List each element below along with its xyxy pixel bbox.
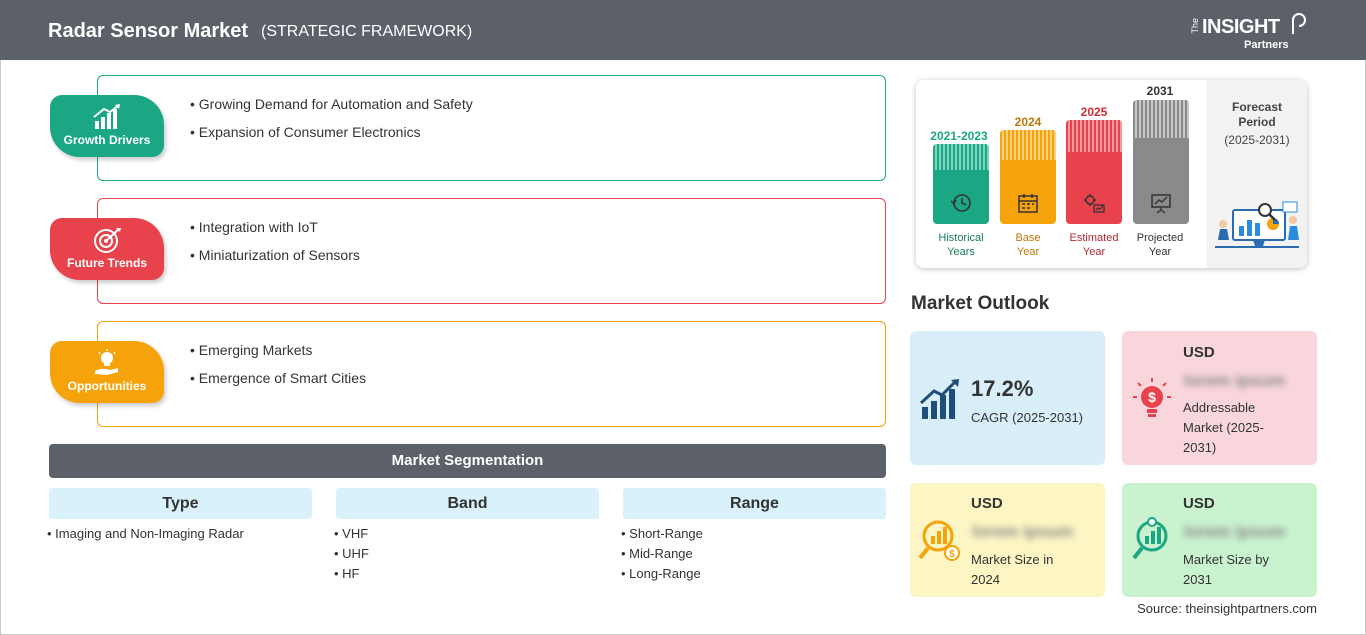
projected-year-label-1: Projected bbox=[1136, 232, 1184, 244]
growth-drivers-label: Growth Drivers bbox=[63, 133, 151, 147]
money-idea-bulb-icon: $ bbox=[1133, 378, 1171, 417]
size-2024-value-redacted: lorem ipsum bbox=[972, 522, 1074, 541]
estimated-year-bar bbox=[1066, 120, 1122, 224]
segment-band-header: Band bbox=[336, 488, 599, 519]
size-2031-value-redacted: lorem ipsum bbox=[1184, 522, 1286, 541]
projected-year-label-2: Year bbox=[1148, 246, 1172, 258]
cagr-label: CAGR (2025-2031) bbox=[971, 410, 1083, 425]
growth-drivers-badge: Growth Drivers bbox=[50, 95, 164, 157]
list-item: Imaging and Non-Imaging Radar bbox=[47, 526, 244, 541]
growth-bars-icon bbox=[919, 379, 959, 419]
opportunities-label: Opportunities bbox=[67, 379, 147, 393]
svg-text:$: $ bbox=[1148, 389, 1156, 405]
estimated-year-label-2: Year bbox=[1082, 246, 1106, 258]
segment-range-header: Range bbox=[623, 488, 886, 519]
segment-band-list: VHF UHF HF bbox=[334, 526, 369, 586]
list-item: Emergence of Smart Cities bbox=[190, 370, 366, 386]
future-trends-badge: Future Trends bbox=[50, 218, 164, 280]
opportunities-list: Emerging Markets Emergence of Smart Citi… bbox=[190, 342, 366, 398]
lightbulb-hand-icon bbox=[95, 349, 118, 375]
insight-partners-logo[interactable]: The INSIGHT Partners bbox=[1190, 12, 1310, 54]
page-subtitle: (STRATEGIC FRAMEWORK) bbox=[261, 23, 473, 40]
list-item: Miniaturization of Sensors bbox=[190, 247, 360, 263]
growth-drivers-card: Growing Demand for Automation and Safety… bbox=[97, 75, 886, 181]
analytics-team-illustration-icon bbox=[1215, 201, 1299, 248]
list-item: Growing Demand for Automation and Safety bbox=[190, 96, 473, 112]
target-icon bbox=[94, 228, 121, 253]
forecast-period-range: (2025-2031) bbox=[1224, 133, 1290, 147]
estimated-year-value: 2025 bbox=[1080, 105, 1108, 119]
money-growth-magnifier-icon bbox=[1132, 517, 1168, 560]
segment-type-list: Imaging and Non-Imaging Radar bbox=[47, 526, 244, 546]
history-clock-icon bbox=[950, 194, 971, 212]
market-outlook-title: Market Outlook bbox=[911, 293, 1050, 314]
presentation-board-icon bbox=[1151, 194, 1171, 214]
list-item: Integration with IoT bbox=[190, 219, 360, 235]
calendar-icon bbox=[1018, 194, 1038, 213]
settings-chart-icon bbox=[1084, 194, 1105, 213]
historical-years-label-2: Years bbox=[947, 246, 975, 258]
svg-text:$: $ bbox=[949, 549, 955, 560]
projected-year-bar bbox=[1133, 100, 1189, 224]
logo-swoosh-icon bbox=[1292, 13, 1306, 34]
base-year-value: 2024 bbox=[1014, 115, 1042, 129]
historical-years-bar bbox=[933, 144, 989, 224]
header-bar: Radar Sensor Market (STRATEGIC FRAMEWORK… bbox=[0, 0, 1366, 60]
opportunities-badge: Opportunities bbox=[50, 341, 164, 403]
source-citation: Source: theinsightpartners.com bbox=[1137, 601, 1317, 616]
future-trends-label: Future Trends bbox=[66, 256, 147, 270]
size-2031-currency: USD bbox=[1183, 495, 1215, 512]
list-item: Emerging Markets bbox=[190, 342, 366, 358]
opportunities-card: Emerging Markets Emergence of Smart Citi… bbox=[97, 321, 886, 427]
list-item: HF bbox=[334, 566, 369, 581]
market-segmentation-header: Market Segmentation bbox=[49, 444, 886, 478]
addressable-currency: USD bbox=[1183, 344, 1215, 361]
page-title: Radar Sensor Market bbox=[48, 20, 249, 42]
base-year-label-1: Base bbox=[1015, 232, 1041, 244]
list-item: Long-Range bbox=[621, 566, 703, 581]
base-year-bar bbox=[1000, 130, 1056, 224]
cagr-value: 17.2% bbox=[971, 376, 1034, 401]
size-2024-currency: USD bbox=[971, 495, 1003, 512]
growth-chart-icon bbox=[93, 104, 120, 129]
list-item: VHF bbox=[334, 526, 369, 541]
historical-years-label-1: Historical bbox=[938, 232, 984, 244]
historical-years-value: 2021-2023 bbox=[930, 129, 988, 143]
list-item: Expansion of Consumer Electronics bbox=[190, 124, 473, 140]
forecast-timeline-panel: 2021-2023 Historical Years 2024 Base Yea… bbox=[916, 80, 1307, 268]
base-year-label-2: Year bbox=[1016, 246, 1040, 258]
money-analysis-icon: $ bbox=[918, 520, 960, 561]
estimated-year-label-1: Estimated bbox=[1069, 232, 1119, 244]
growth-drivers-list: Growing Demand for Automation and Safety… bbox=[190, 96, 473, 152]
segment-range-list: Short-Range Mid-Range Long-Range bbox=[621, 526, 703, 586]
projected-year-value: 2031 bbox=[1146, 84, 1174, 98]
list-item: UHF bbox=[334, 546, 369, 561]
segment-type-header: Type bbox=[49, 488, 312, 519]
cagr-tile: 17.2% CAGR (2025-2031) bbox=[910, 331, 1105, 465]
addressable-value-redacted: lorem ipsum bbox=[1184, 371, 1286, 390]
list-item: Short-Range bbox=[621, 526, 703, 541]
list-item: Mid-Range bbox=[621, 546, 703, 561]
future-trends-card: Integration with IoT Miniaturization of … bbox=[97, 198, 886, 304]
future-trends-list: Integration with IoT Miniaturization of … bbox=[190, 219, 360, 275]
